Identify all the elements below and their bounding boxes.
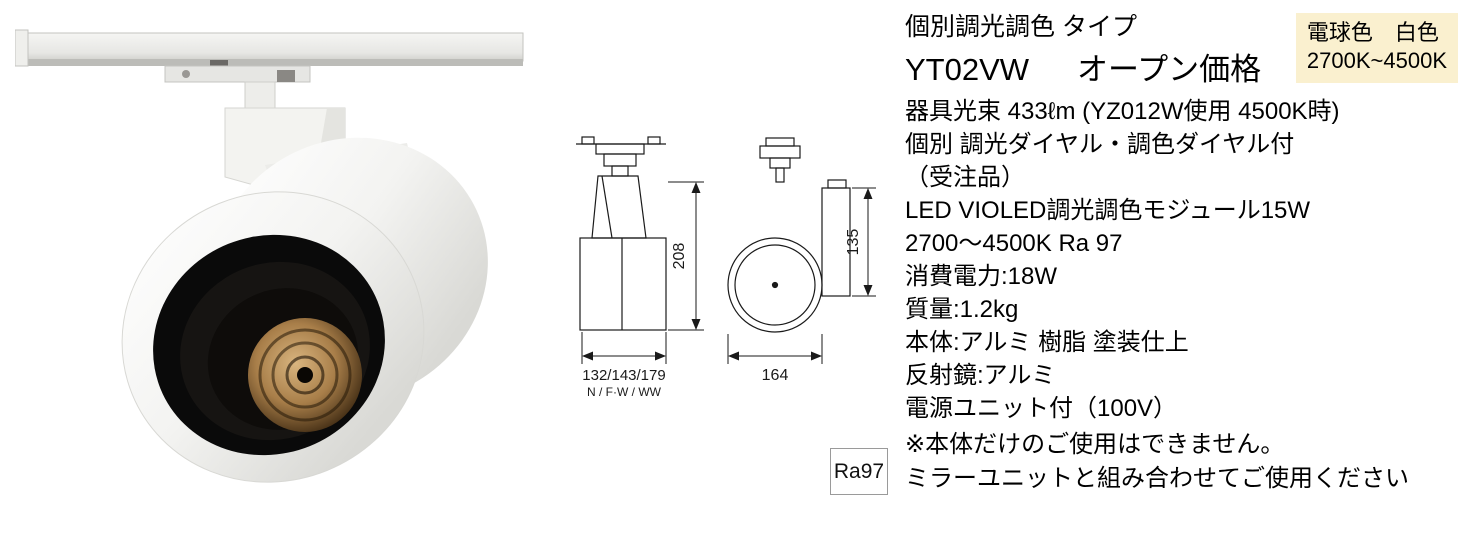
spec-power-unit: 電源ユニット付（100V） — [905, 395, 1178, 423]
spec-weight: 質量:1.2kg — [905, 296, 1019, 324]
side-view-drawing — [576, 136, 667, 331]
spec-column: 個別調光調色 タイプ YT02VW オープン価格 器具光束 433ℓm (YZ0… — [905, 12, 1450, 496]
price-label: オープン価格 — [1077, 52, 1262, 87]
model-row: YT02VW オープン価格 — [905, 51, 1450, 88]
ra-badge: Ra97 — [830, 448, 888, 495]
type-label: 個別調光調色 タイプ — [905, 13, 1137, 41]
spec-power: 消費電力:18W — [905, 263, 1058, 291]
dim-front-width: 164 — [762, 367, 789, 384]
spec-led-module: LED VIOLED調光調色モジュール15W — [905, 197, 1311, 225]
product-photo — [14, 15, 530, 530]
dimension-drawings: 208 132/143/179 N / F·W / WW 135 164 — [540, 130, 900, 420]
spec-luminous-flux: 器具光束 433ℓm (YZ012W使用 4500K時) — [905, 98, 1340, 126]
side-view-dimensions — [581, 181, 704, 364]
dim-side-width: 132/143/179 — [582, 367, 665, 384]
color-temp-badge-line2: 2700K~4500K — [1306, 48, 1447, 74]
front-view-dimensions — [727, 187, 876, 364]
front-view-drawing — [727, 137, 851, 333]
lighting-track — [14, 29, 524, 67]
note-block: ※本体だけのご使用はできません。 ミラーユニットと組み合わせてご使用ください — [905, 428, 1450, 496]
track-adapter — [164, 60, 311, 109]
color-temp-badge-line1: 電球色 白色 — [1306, 20, 1439, 45]
dimension-drawings-svg: 208 132/143/179 N / F·W / WW 135 164 — [576, 136, 876, 399]
spec-reflector: 反射鏡:アルミ — [905, 362, 1056, 390]
reflector — [248, 318, 362, 432]
color-temp-badge: 電球色 白色 2700K~4500K — [1295, 13, 1458, 84]
spec-color-temp-cri: 2700～4500K Ra 97 — [905, 230, 1123, 258]
spec-dials: 個別 調光ダイヤル・調色ダイヤル付 — [905, 131, 1295, 159]
dim-side-height: 208 — [671, 243, 688, 270]
spec-body-material: 本体:アルミ 樹脂 塗装仕上 — [905, 329, 1189, 357]
spec-order-item: （受注品） — [905, 164, 1025, 192]
product-photo-illustration — [14, 29, 524, 483]
note-line-1: ※本体だけのご使用はできません。 — [905, 431, 1285, 459]
fixture-opening — [153, 234, 385, 456]
model-number: YT02VW — [905, 52, 1030, 87]
dim-front-height: 135 — [845, 229, 862, 256]
dim-side-width-variants: N / F·W / WW — [587, 385, 662, 399]
note-line-2: ミラーユニットと組み合わせてご使用ください — [905, 465, 1409, 493]
